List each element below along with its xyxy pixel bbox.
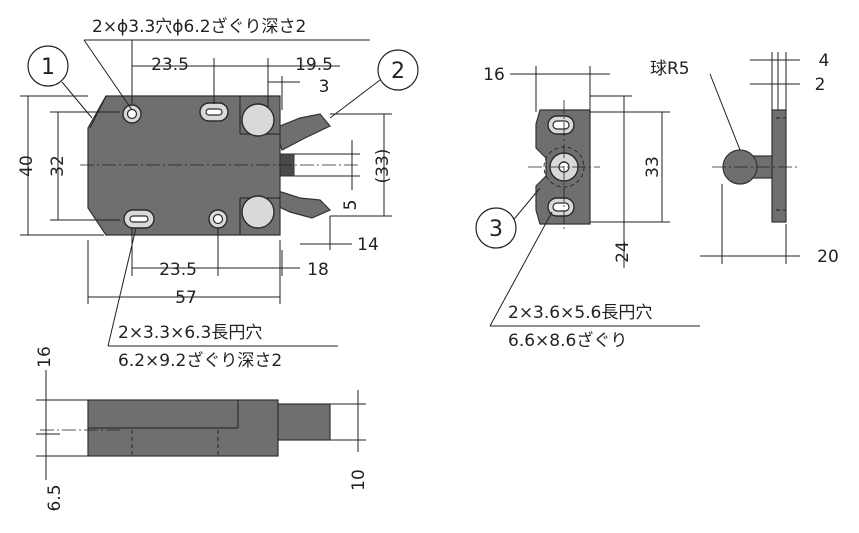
side-plunger [277, 403, 331, 441]
boss-bottom [241, 195, 275, 229]
note-strike-slot-2: 6.6×8.6ざぐり [508, 330, 627, 351]
dim-19-5: 19.5 [295, 55, 333, 75]
callout-3 [475, 207, 517, 249]
dim-32: 32 [48, 155, 68, 177]
dim-16-strike: 16 [483, 65, 505, 85]
note-slot-2: 6.2×9.2ざぐり深さ2 [118, 350, 282, 371]
strike-front-view: 16 33 24 2×3.6×5.6長円穴 6.6×8.6ざぐり 3 [475, 65, 700, 351]
dim-18: 18 [307, 260, 329, 280]
callout-1 [27, 45, 69, 87]
note-top-hole: 2×ϕ3.3穴ϕ6.2ざぐり深さ2 [92, 16, 306, 37]
callout-1-label: 1 [41, 55, 55, 80]
callout-3-label: 3 [489, 217, 503, 242]
note-ball: 球R5 [650, 59, 690, 79]
dim-14: 14 [357, 235, 379, 255]
dim-24: 24 [613, 241, 633, 263]
front-view [80, 95, 360, 236]
dim-4: 4 [819, 51, 830, 71]
dim-23-5-bottom: 23.5 [159, 260, 197, 280]
dim-23-5-top: 23.5 [151, 55, 189, 75]
lower-arm [274, 189, 332, 219]
note-slot-1: 2×3.3×6.3長円穴 [118, 323, 262, 343]
dim-33-strike: 33 [643, 156, 663, 178]
upper-arm [274, 113, 331, 151]
callout-2 [377, 49, 419, 91]
dim-33-ref: (33) [373, 149, 393, 184]
dim-57: 57 [175, 288, 197, 308]
dim-5: 5 [341, 200, 361, 211]
dim-40: 40 [17, 155, 37, 177]
front-dimensions: 40 32 23.5 19.5 3 5 (33) 14 23.5 18 [17, 16, 419, 371]
note-strike-slot-1: 2×3.6×5.6長円穴 [508, 303, 652, 323]
side-view: 16 6.5 10 [35, 346, 369, 511]
strike-side-plate [771, 109, 787, 223]
dim-16-side: 16 [35, 346, 55, 368]
callout-2-label: 2 [391, 59, 405, 84]
dim-10: 10 [349, 469, 369, 491]
dim-2: 2 [815, 75, 826, 95]
boss-top [241, 103, 275, 137]
strike-side-view: 4 2 球R5 20 [650, 51, 839, 267]
dim-3: 3 [319, 77, 330, 97]
dim-6-5: 6.5 [45, 484, 65, 511]
dim-20: 20 [817, 247, 839, 267]
